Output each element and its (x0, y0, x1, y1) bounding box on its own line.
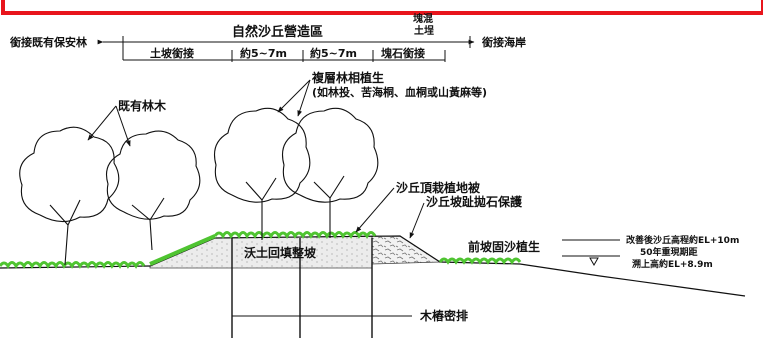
grass-left (0, 261, 146, 269)
multi-layer-label-2: (如林投、苦海桐、血桐或山黃麻等) (312, 85, 487, 99)
right-connect-label: 銜接海岸 (481, 35, 526, 49)
piles-label: 木樁密排 (419, 308, 468, 323)
tree-1 (19, 126, 120, 266)
width-2-label: 約5~7m (310, 46, 357, 60)
tree-4 (281, 107, 379, 238)
existing-forest-label: 既有林木 (118, 98, 167, 113)
dune-top-cover-label: 沙丘頂栽植地被 (396, 180, 481, 195)
soil-label: 土埕 (414, 24, 434, 37)
dune-slope-stone-label: 沙丘坡趾拋石保護 (426, 194, 523, 209)
elevation-group: 改善後沙丘高程約EL+10m 50年重現期距 溯上高約EL+8.9m (562, 234, 739, 270)
grass-front (438, 257, 522, 265)
wooden-piles (231, 238, 412, 338)
left-connect-label: 銜接既有保安林 (9, 35, 87, 49)
grass-slope (149, 234, 216, 266)
tree-2 (105, 130, 201, 251)
stone-label: 塊混 (413, 12, 433, 25)
segment-dimension-group: 土坡銜接 約5~7m 約5~7m 塊石銜接 (123, 46, 446, 62)
backfill-label: 沃土回填整坡 (244, 245, 317, 260)
callout-group: 既有林木 複層林相植生 (如林投、苦海桐、血桐或山黃麻等) 沙丘頂栽植地被 沙丘… (87, 70, 540, 323)
soil-slope-label: 土坡銜接 (150, 46, 194, 60)
elevation-line-3: 溯上高約EL+8.9m (632, 258, 713, 270)
front-slope-label: 前坡固沙植生 (468, 239, 540, 254)
stone-slope-label: 塊石銜接 (381, 46, 425, 60)
multi-layer-label-1: 複層林相植生 (311, 70, 384, 85)
water-level-triangle-icon (589, 257, 599, 267)
tree-group (19, 107, 379, 266)
ground-profile (0, 231, 746, 297)
width-1-label: 約5~7m (240, 46, 287, 60)
grass-top (213, 231, 377, 239)
header-red-frame (1, 0, 763, 15)
tree-3 (213, 107, 311, 240)
elevation-line-1: 改善後沙丘高程約EL+10m (626, 234, 739, 246)
zone-label: 自然沙丘營造區 (232, 24, 323, 40)
top-dimension-group: 銜接既有保安林 自然沙丘營造區 塊混 土埕 銜接海岸 (9, 12, 526, 60)
elevation-line-2: 50年重現期距 (640, 246, 698, 258)
